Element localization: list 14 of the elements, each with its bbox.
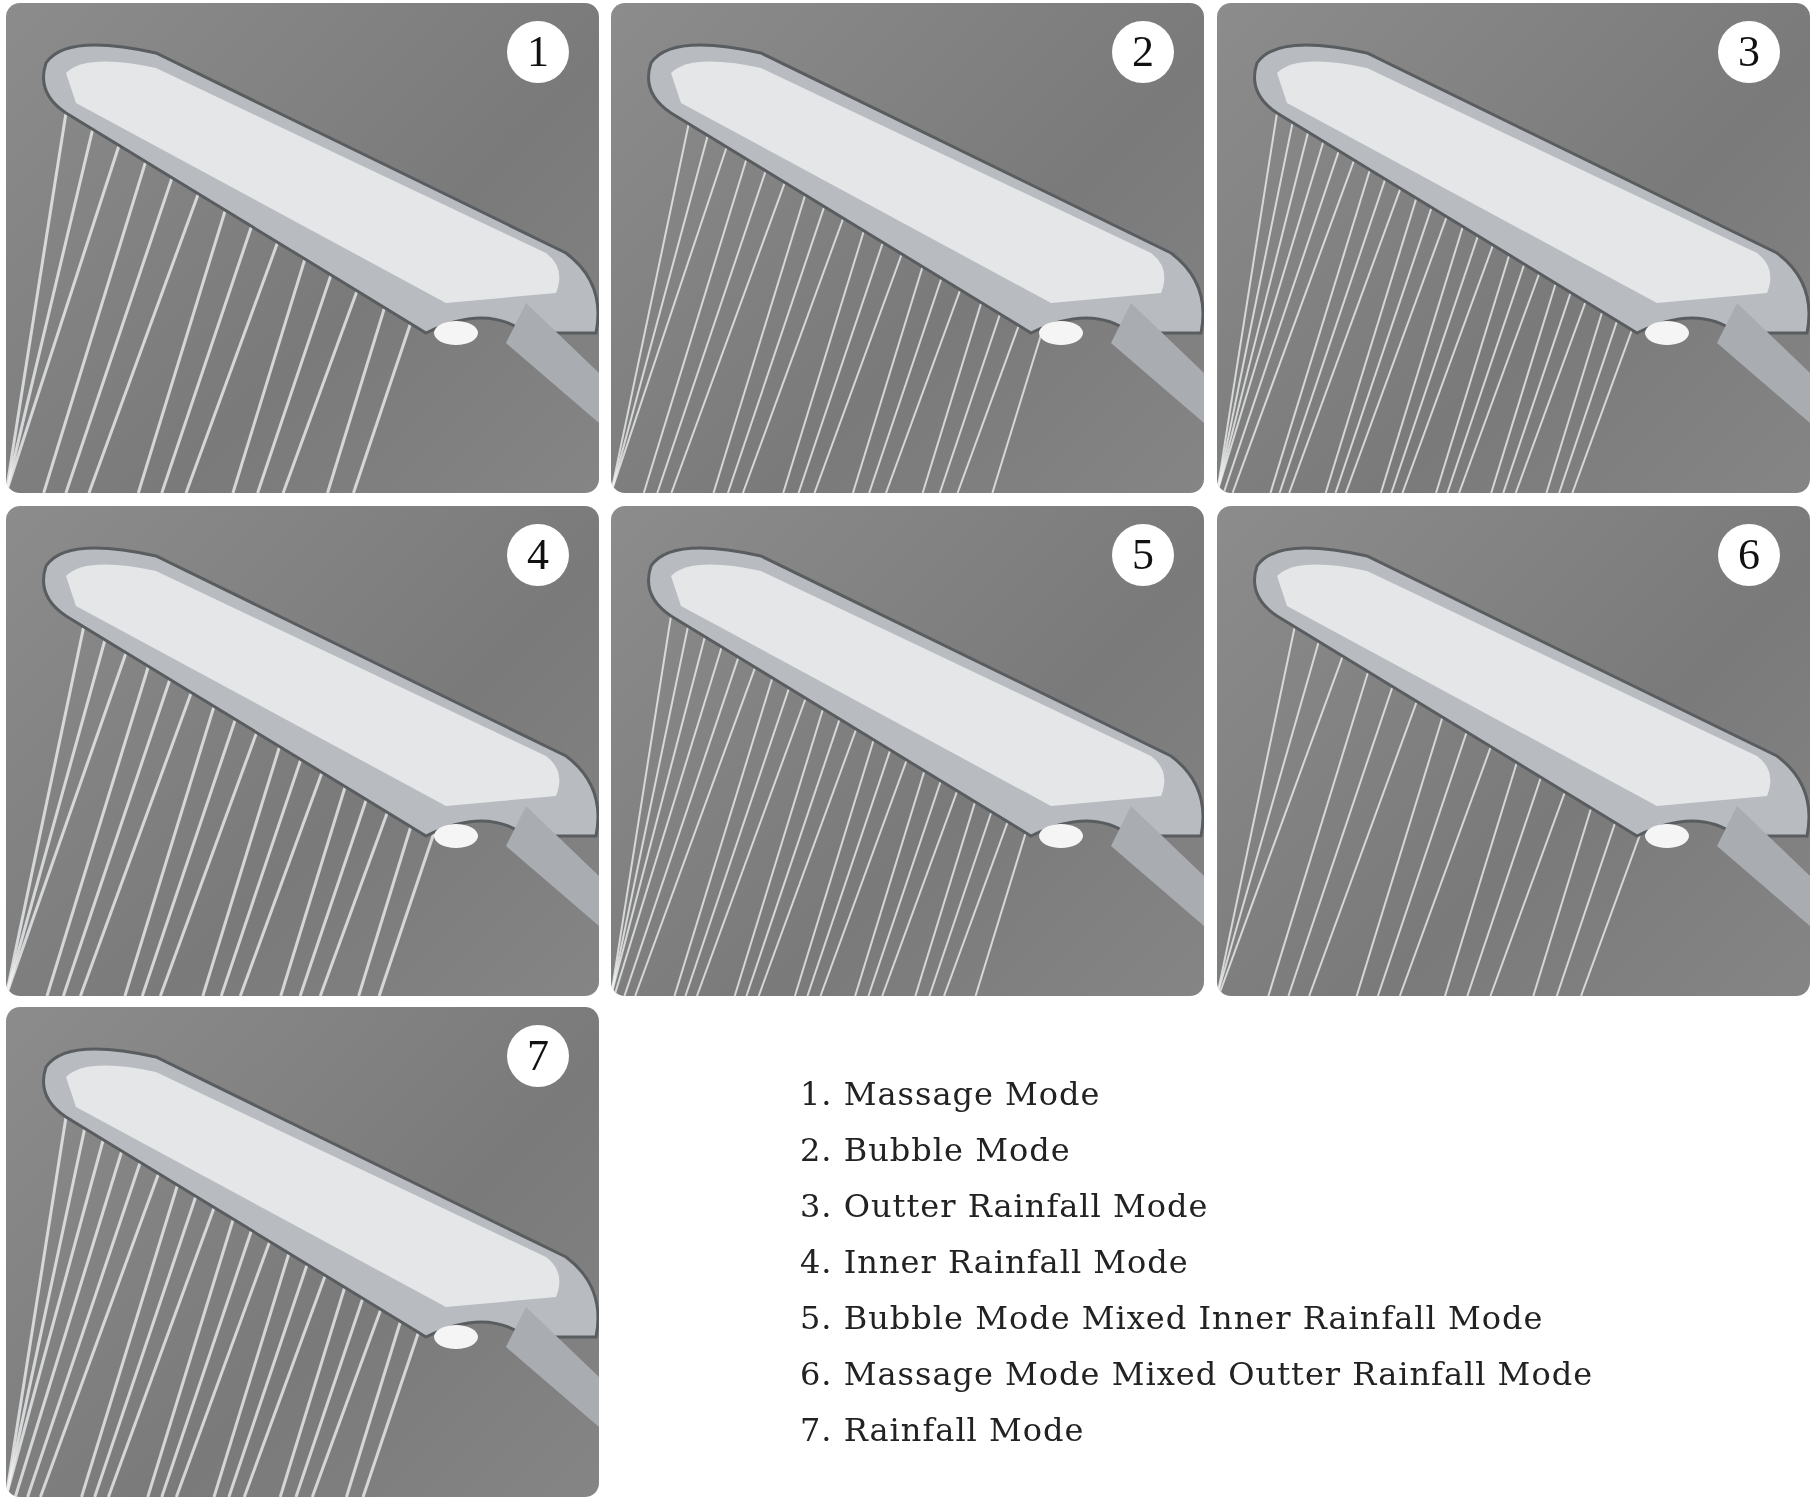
mode-list-item: 4. Inner Rainfall Mode: [800, 1243, 1189, 1281]
mode-list-item: 2. Bubble Mode: [800, 1131, 1071, 1169]
mode-list-item: 3. Outter Rainfall Mode: [800, 1187, 1209, 1225]
mode-number: 7: [507, 1025, 569, 1087]
mode-list-item: 6. Massage Mode Mixed Outter Rainfall Mode: [800, 1355, 1594, 1393]
mode-number: 2: [1112, 21, 1174, 83]
mode-number: 1: [507, 21, 569, 83]
mode-number: 3: [1718, 21, 1780, 83]
mode-number: 6: [1718, 524, 1780, 586]
mode-number: 5: [1112, 524, 1174, 586]
mode-list-item: 1. Massage Mode: [800, 1075, 1101, 1113]
mode-number: 4: [507, 524, 569, 586]
mode-list-item: 7. Rainfall Mode: [800, 1411, 1085, 1449]
mode-list-item: 5. Bubble Mode Mixed Inner Rainfall Mode: [800, 1299, 1544, 1337]
